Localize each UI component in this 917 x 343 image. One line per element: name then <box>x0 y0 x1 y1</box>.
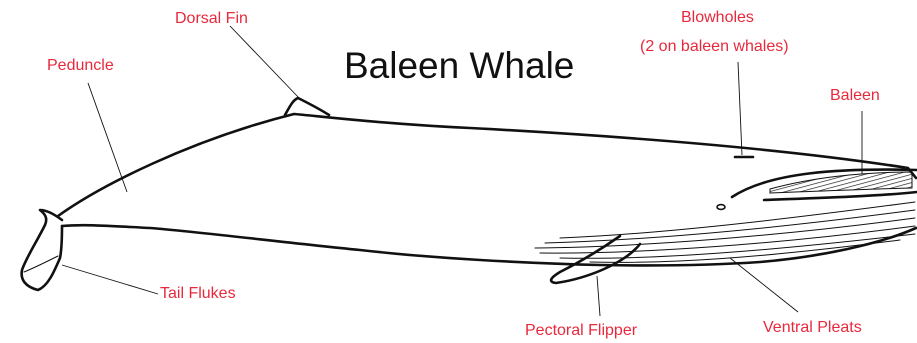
tail-fluke-edge <box>24 256 58 272</box>
label-pectoral-flipper: Pectoral Flipper <box>525 322 638 339</box>
lower-jaw-line <box>764 192 917 200</box>
diagram-title: Baleen Whale <box>344 45 574 86</box>
dorsal-fin <box>285 98 329 115</box>
label-peduncle: Peduncle <box>47 57 114 74</box>
label-tail-flukes: Tail Flukes <box>160 285 236 302</box>
label-baleen: Baleen <box>830 87 880 104</box>
label-blowholes: Blowholes <box>681 9 754 26</box>
label-dorsal-fin: Dorsal Fin <box>175 10 248 27</box>
eye <box>717 205 725 210</box>
label-ventral-pleats: Ventral Pleats <box>763 319 862 336</box>
tail-flukes <box>22 210 62 290</box>
pectoral-flipper <box>551 236 640 283</box>
label-blowholes-note: (2 on baleen whales) <box>640 38 789 55</box>
